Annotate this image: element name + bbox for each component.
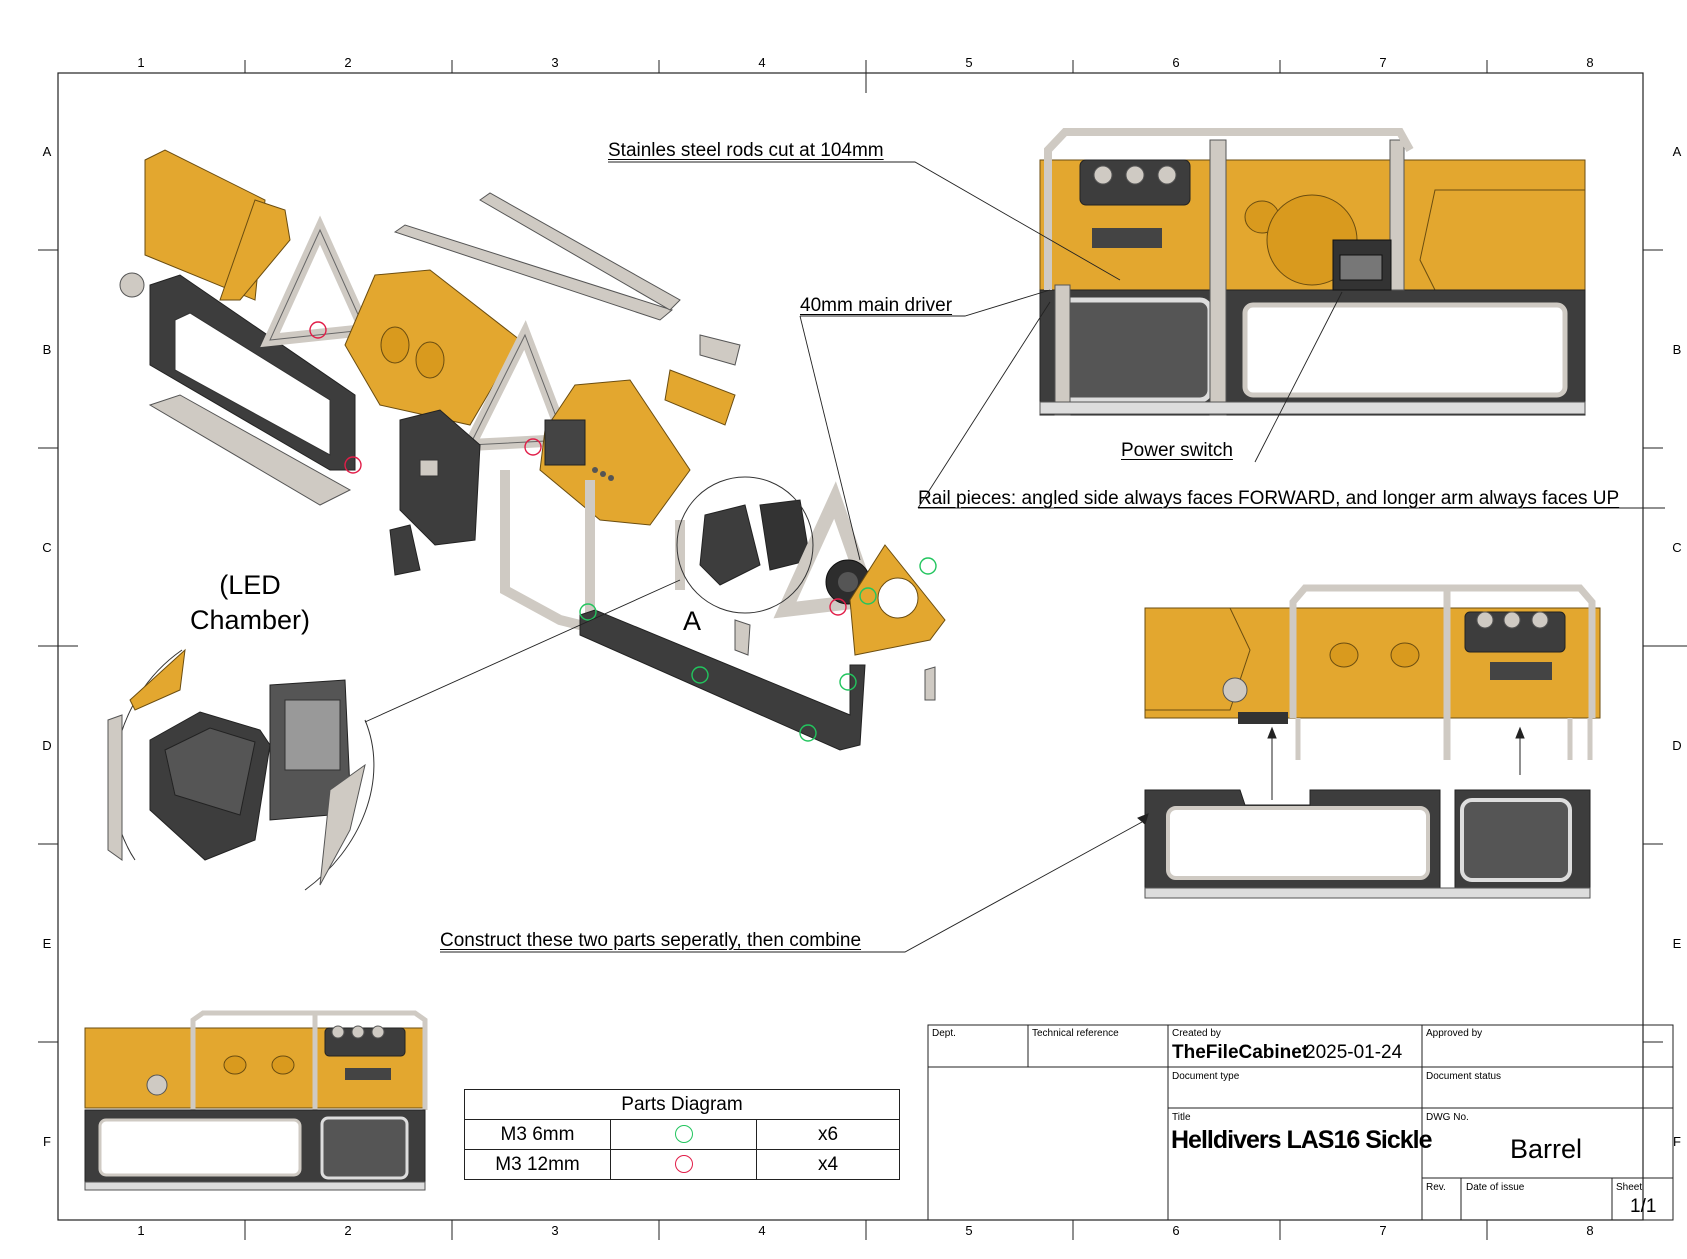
doc-status-label: Document status [1426,1071,1502,1082]
row-label: A [42,144,52,159]
leader-lines [364,161,1665,953]
col-label: 5 [965,1223,973,1238]
row-label: C [42,540,52,555]
parts-diagram-title: Parts Diagram [464,1089,900,1120]
row-label: A [1672,144,1682,159]
col-label: 4 [758,1223,766,1238]
row-label: F [43,1134,51,1149]
detail-label-a: A [683,606,702,636]
col-label: 2 [344,1223,352,1238]
callout-power-switch: Power switch [1121,440,1233,461]
created-date: 2025-01-24 [1305,1042,1403,1063]
parts-row: M3 12mm x4 [464,1149,900,1180]
small-assembly-view [84,1010,428,1191]
col-label: 4 [758,55,766,70]
col-label: 8 [1586,55,1594,70]
part-qty: x4 [756,1149,900,1180]
dwg-no-value: Barrel [1510,1134,1583,1164]
parts-diagram-table: Parts Diagram M3 6mm x6 M3 12mm x4 [464,1089,900,1180]
row-label: D [42,738,52,753]
assembly-upper-view [1144,584,1601,760]
green-circle-icon [674,1125,693,1144]
assembly-lower-view [1137,726,1591,899]
approved-by-label: Approved by [1426,1028,1483,1039]
part-marker-cell [610,1149,757,1180]
col-label: 6 [1172,1223,1180,1238]
red-circle-icon [674,1155,693,1174]
row-label: D [1672,738,1682,753]
sheet-label: Sheet [1616,1182,1643,1193]
col-label: 7 [1379,55,1387,70]
dwg-no-label: DWG No. [1426,1112,1469,1123]
callout-construct: Construct these two parts seperatly, the… [440,930,862,951]
col-label: 1 [137,1223,145,1238]
row-label: B [42,342,52,357]
rev-label: Rev. [1426,1182,1446,1193]
col-label: 3 [551,55,559,70]
col-label: 1 [137,55,145,70]
created-by-value: TheFileCabinet [1172,1042,1309,1063]
sheet-value: 1/1 [1630,1196,1657,1217]
part-name: M3 12mm [464,1149,611,1180]
exploded-assembly [119,149,946,751]
row-label: C [1672,540,1682,555]
callout-driver: 40mm main driver [800,295,953,316]
dept-label: Dept. [932,1028,956,1039]
part-name: M3 6mm [464,1119,611,1150]
screw-markers [309,321,937,742]
callout-rods: Stainles steel rods cut at 104mm [608,140,884,161]
part-qty: x6 [756,1119,900,1150]
tech-ref-label: Technical reference [1032,1028,1119,1039]
col-label: 5 [965,55,973,70]
doc-type-label: Document type [1172,1071,1240,1082]
col-label: 3 [551,1223,559,1238]
row-label: E [1672,936,1682,951]
top-view-assembly [1039,128,1586,416]
parts-row: M3 6mm x6 [464,1119,900,1150]
row-label: E [42,936,52,951]
col-label: 8 [1586,1223,1594,1238]
led-chamber-line1: (LED [219,570,281,600]
col-label: 6 [1172,55,1180,70]
row-label: B [1672,342,1682,357]
created-by-label: Created by [1172,1028,1221,1039]
col-label: 2 [344,55,352,70]
detail-circle-a [676,476,814,614]
title-block-grid [927,1024,1674,1221]
date-of-issue-label: Date of issue [1466,1182,1525,1193]
led-chamber-detail [107,648,375,891]
title-label: Title [1172,1112,1191,1123]
callout-rail-pieces: Rail pieces: angled side always faces FO… [918,488,1620,509]
col-label: 7 [1379,1223,1387,1238]
top-ruler-ticks [38,60,1687,1240]
drawing-title: Helldivers LAS16 Sickle [1171,1126,1432,1154]
led-chamber-line2: Chamber) [189,605,311,635]
part-marker-cell [610,1119,757,1150]
led-chamber-label: (LED Chamber) [185,568,315,638]
row-label: F [1673,1134,1681,1149]
